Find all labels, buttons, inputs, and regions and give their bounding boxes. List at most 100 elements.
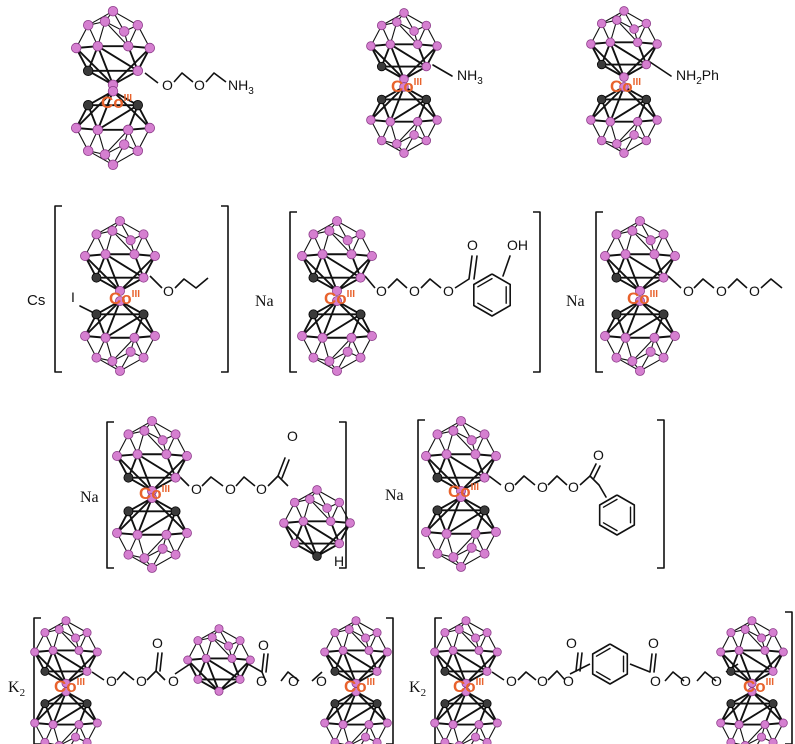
boron-atom [740, 624, 750, 634]
boron-atom [92, 40, 104, 52]
oxygen-label: O [537, 479, 548, 495]
cage-edge [58, 629, 80, 651]
boron-atom [320, 718, 330, 728]
boron-atom [635, 216, 645, 226]
carbon-atom [376, 94, 387, 105]
cage-edge [738, 691, 753, 725]
cage-edge [389, 86, 405, 123]
carbon-atom [123, 472, 134, 483]
boron-atom [430, 718, 440, 728]
carbonyl-oxygen-label: O [566, 635, 577, 651]
boron-atom [612, 15, 622, 25]
carbon-atom [138, 309, 149, 320]
bond [221, 205, 229, 373]
carbonyl-oxygen-label: O [287, 428, 298, 444]
carbon-atom [91, 272, 102, 283]
counterion-label: Cs [27, 292, 45, 309]
boron-atom [147, 493, 157, 504]
boron-atom [611, 352, 622, 363]
boron-atom [629, 130, 639, 140]
boron-atom [635, 296, 645, 307]
boron-atom [107, 159, 119, 171]
bond [664, 671, 685, 682]
boron-atom [366, 251, 377, 261]
cage-edge [34, 651, 67, 684]
cage-edge [434, 691, 467, 724]
carbon-atom [440, 699, 450, 709]
boron-atom [70, 122, 82, 134]
bond [247, 663, 263, 673]
boron-atom [157, 543, 168, 554]
boron-atom [235, 674, 245, 684]
boron-atom [107, 85, 119, 97]
carbon-atom [432, 472, 443, 483]
structure-10: K2 CoIII O O O O O O O O CoIII [409, 635, 774, 699]
bond [116, 671, 135, 681]
bond [149, 275, 163, 289]
bond [454, 278, 470, 289]
boron-atom [641, 59, 652, 70]
boron-atom [183, 655, 193, 665]
boron-atom [312, 485, 322, 495]
bond [785, 611, 793, 744]
boron-atom [726, 628, 736, 638]
boron-atom [346, 332, 357, 343]
bond [417, 419, 425, 569]
cage-edge [744, 629, 766, 651]
boron-atom [355, 229, 366, 240]
boron-atom [317, 332, 328, 343]
cobalt-label: CoIII [109, 289, 140, 308]
cage-edge [321, 253, 338, 292]
bond [473, 255, 478, 280]
cage-edge [434, 651, 467, 684]
boron-atom [635, 285, 645, 296]
s8-lower-cage [421, 492, 501, 572]
cage-edge [738, 650, 753, 684]
boron-atom [619, 82, 629, 92]
s9-right-upper-cage [320, 616, 392, 688]
carbon-atom [768, 699, 778, 709]
boron-atom [324, 225, 335, 236]
boron-atom [399, 82, 409, 92]
cage-edge [104, 21, 129, 47]
cobalt-label: CoIII [139, 484, 170, 503]
boron-atom [338, 645, 348, 655]
boron-atom [139, 553, 150, 564]
oxygen-label: O [504, 479, 515, 495]
boron-atom [596, 135, 607, 146]
bond [155, 652, 159, 672]
cage-edge [425, 455, 462, 492]
bond [311, 671, 323, 682]
boron-atom [147, 563, 157, 573]
carbon-atom [432, 505, 443, 516]
bond [106, 421, 114, 569]
carbon-atom [596, 94, 607, 105]
boron-atom [456, 562, 466, 572]
cage-edge [720, 691, 753, 724]
boron-atom [80, 251, 91, 261]
cage-edge [609, 86, 625, 123]
boron-atom [30, 647, 40, 657]
boron-atom [82, 628, 92, 638]
bond [595, 211, 603, 373]
boron-atom [596, 18, 607, 29]
boron-atom [412, 39, 423, 50]
bond [598, 484, 607, 498]
cage-edge [624, 253, 641, 292]
boron-atom [129, 249, 140, 260]
s10-lower-cage [430, 687, 502, 744]
oxygen-label: O [168, 673, 179, 689]
cage-edge [84, 255, 121, 292]
boron-atom [129, 332, 140, 343]
structure-4: Cs I CoIII O [27, 283, 174, 309]
bond [473, 273, 511, 317]
oxygen-label: O [443, 283, 454, 299]
boron-atom [586, 115, 596, 125]
bond [760, 278, 783, 289]
boron-atom [157, 435, 168, 446]
boron-atom [92, 647, 102, 657]
cobalt-label: CoIII [54, 677, 85, 696]
carbon-atom [440, 666, 450, 676]
bond [235, 476, 256, 487]
cage-edge [342, 691, 357, 725]
